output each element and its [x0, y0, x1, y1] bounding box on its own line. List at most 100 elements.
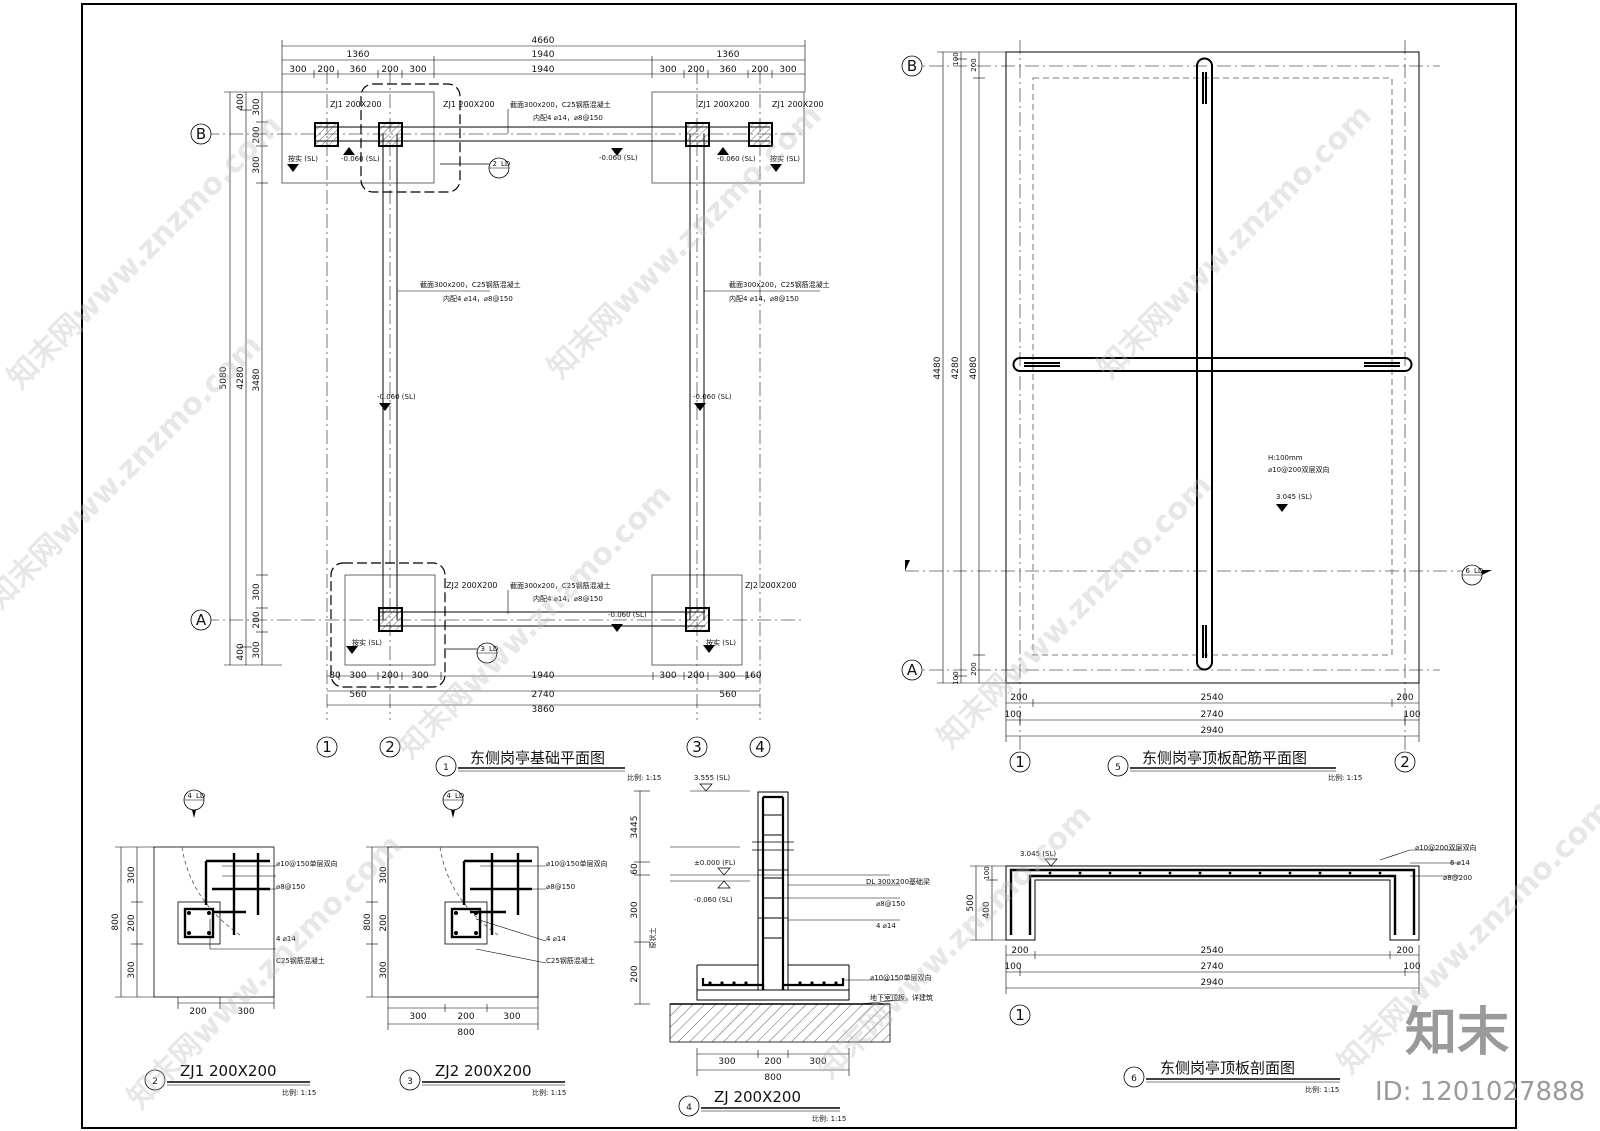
view-title: 东侧岗亭顶板剖面图: [1160, 1059, 1295, 1077]
view-number: 2: [152, 1077, 158, 1087]
detail-dim: 300: [127, 866, 137, 883]
svg-text:LD: LD: [489, 645, 498, 653]
view-number: 6: [1131, 1074, 1137, 1084]
svg-text:LD: LD: [1474, 567, 1483, 575]
svg-text:知末网www.znzmo.com: 知末网www.znzmo.com: [811, 798, 1099, 1086]
beam-note: 截面300x200，C25钢筋混凝土: [510, 100, 611, 109]
slab-dim-left: 100: [952, 52, 960, 65]
plan-dim: 200: [751, 65, 768, 75]
plan-dim-bottom: 300: [411, 671, 428, 681]
detail-dim: 300: [237, 1007, 254, 1017]
section-elev: -0.060 (SL): [694, 896, 733, 904]
plan-dim-left: 400: [236, 643, 246, 660]
zj2-detail: ⌀10@150单层双向 ⌀8@150 4 ⌀14 C25钢筋混凝土 300 80…: [363, 789, 607, 1097]
drawing-frame: [81, 3, 1517, 1129]
pressure-label: 按实 (SL): [706, 638, 736, 647]
section-side-text: 原状土: [648, 928, 657, 949]
section-label: ⌀8@150: [876, 900, 905, 908]
plan-dim-bottom: 200: [381, 671, 398, 681]
slab-dim-left: 4480: [933, 356, 943, 379]
svg-text:知末网www.znzmo.com: 知末网www.znzmo.com: [391, 478, 679, 766]
plan-dim: 300: [779, 65, 796, 75]
beam-note: 内配4 ⌀14，⌀8@150: [533, 594, 603, 603]
plan-dim: 1360: [717, 50, 740, 60]
section-label: ⌀10@200双层双向: [1415, 843, 1476, 852]
detail-dim: 300: [503, 1012, 520, 1022]
view-title: ZJ1 200X200: [180, 1062, 277, 1080]
plan-dim-bottom: 1940: [532, 671, 555, 681]
section-dim: 60: [630, 863, 640, 875]
plan-dim: 200: [687, 65, 704, 75]
view-number: 3: [407, 1077, 413, 1087]
view-number: 5: [1115, 763, 1121, 773]
view-title: ZJ 200X200: [714, 1088, 801, 1106]
slab-note: ⌀10@200双层双向: [1268, 465, 1329, 474]
section-dim: 300: [718, 1057, 735, 1067]
elev-label: -0.060 (SL): [693, 393, 732, 401]
plan-dim-bottom: 560: [349, 690, 366, 700]
section-dim: 300: [809, 1057, 826, 1067]
slab-dim-left: 200: [970, 58, 978, 71]
section-elev: 3.555 (SL): [694, 774, 730, 782]
slab-dim-bottom: 200: [1396, 693, 1413, 703]
plan-dim-left: 300: [252, 98, 262, 115]
section-label: ⌀10@150单层双向: [870, 973, 931, 982]
section-label: ⌀8@200: [1443, 874, 1472, 882]
detail-dim: 200: [457, 1012, 474, 1022]
axis-bubble-1: 1: [1015, 753, 1025, 771]
zj1-detail: ⌀10@150单层双向 ⌀8@150 4 ⌀14 C25钢筋混凝土 800 30…: [111, 789, 337, 1097]
column-label-zj2: ZJ2 200X200: [446, 581, 498, 590]
plan-dim-bottom: 560: [719, 690, 736, 700]
plan-dim-left: 300: [252, 583, 262, 600]
section-dim: 200: [630, 965, 640, 982]
detail-label: 4 ⌀14: [546, 935, 566, 943]
section-dim: 200: [764, 1057, 781, 1067]
column-label-zj1: ZJ1 200X200: [443, 100, 495, 109]
view-scale: 比例: 1:15: [532, 1088, 566, 1097]
view-number: 4: [686, 1103, 692, 1113]
plan-dim-left: 300: [252, 156, 262, 173]
section-elev: ±0.000 (FL): [694, 859, 736, 867]
plan-dim: 1360: [347, 50, 370, 60]
beam-note: 截面300x200，C25钢筋混凝土: [510, 581, 611, 590]
axis-bubble-4: 4: [755, 738, 765, 756]
axis-bubble-1: 1: [1015, 1006, 1025, 1024]
svg-text:知末网www.znzmo.com: 知末网www.znzmo.com: [1091, 98, 1379, 386]
svg-text:2: 2: [493, 160, 497, 168]
plan-dim-bottom: 300: [718, 671, 735, 681]
plan-dim-left: 200: [252, 611, 262, 628]
detail-dim: 200: [379, 914, 389, 931]
axis-bubble-b: B: [196, 125, 206, 143]
svg-text:3: 3: [481, 645, 485, 653]
section-dim: 100: [1403, 962, 1420, 972]
slab-reinforcement-plan: 4480 4280 4080 100 200 200 100 B A 200 2…: [901, 40, 1492, 782]
view-scale: 比例: 1:15: [282, 1088, 316, 1097]
slab-dim-bottom: 2540: [1201, 693, 1224, 703]
detail-label: ⌀8@150: [546, 883, 575, 891]
slab-dim-left: 4280: [951, 356, 961, 379]
callout-4: 4 LD: [183, 789, 205, 818]
section-elev: 3.045 (SL): [1020, 850, 1056, 858]
detail-label: ⌀10@150单层双向: [546, 859, 607, 868]
axis-bubble-1: 1: [322, 738, 332, 756]
slab-dim-bottom: 2740: [1201, 710, 1224, 720]
beam-note: 内配4 ⌀14，⌀8@150: [533, 113, 603, 122]
section-label: DL 300X200基础梁: [866, 877, 930, 886]
plan-dim-bottom: 2740: [532, 690, 555, 700]
axis-bubble-a: A: [907, 661, 918, 679]
plan-dim: 300: [659, 65, 676, 75]
plan-dim-left: 200: [252, 126, 262, 143]
column-label-zj1: ZJ1 200X200: [330, 100, 382, 109]
plan-dim: 360: [719, 65, 736, 75]
slab-dim-left: 200: [970, 662, 978, 675]
plan-dim: 200: [317, 65, 334, 75]
slab-note: H:100mm: [1268, 454, 1303, 462]
plan-dim: 200: [381, 65, 398, 75]
svg-text:6: 6: [1466, 567, 1471, 575]
detail-label: ⌀10@150单层双向: [276, 859, 337, 868]
detail-dim: 300: [127, 961, 137, 978]
slab-dim-bottom: 200: [1010, 693, 1027, 703]
detail-dim: 800: [457, 1028, 474, 1038]
view-scale: 比例: 1:15: [1305, 1085, 1339, 1094]
axis-bubble-3: 3: [692, 738, 702, 756]
